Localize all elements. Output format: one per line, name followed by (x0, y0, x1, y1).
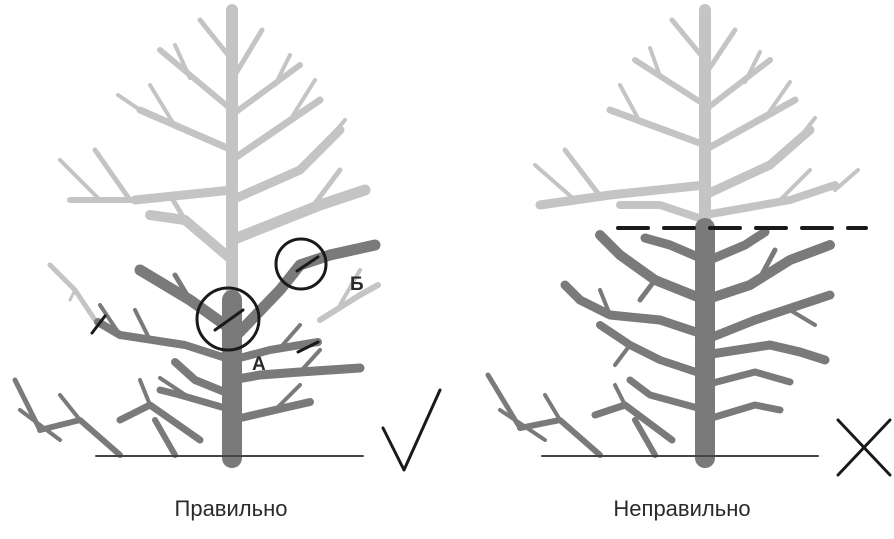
cut-mark-b (295, 255, 320, 273)
tree-correct (12, 4, 381, 468)
upper-crown-light (47, 4, 381, 326)
cut-label-a: А (252, 354, 266, 375)
scaffold-branches-dark (485, 218, 835, 468)
cut-mark-a (213, 308, 245, 332)
cross-icon (836, 418, 892, 477)
cut-label-b: Б (350, 274, 364, 295)
cut-mark-right (296, 340, 320, 354)
cut-mark-left (90, 314, 107, 335)
checkmark-icon (381, 388, 442, 472)
caption-correct: Правильно (174, 496, 288, 521)
cut-marks (90, 255, 320, 354)
upper-crown-light (533, 4, 860, 236)
cut-circle-a (195, 286, 261, 352)
scaffold-branches-dark (12, 239, 381, 468)
cut-circle-b (274, 237, 328, 291)
caption-incorrect: Неправильно (613, 496, 751, 521)
tree-incorrect (485, 4, 868, 468)
